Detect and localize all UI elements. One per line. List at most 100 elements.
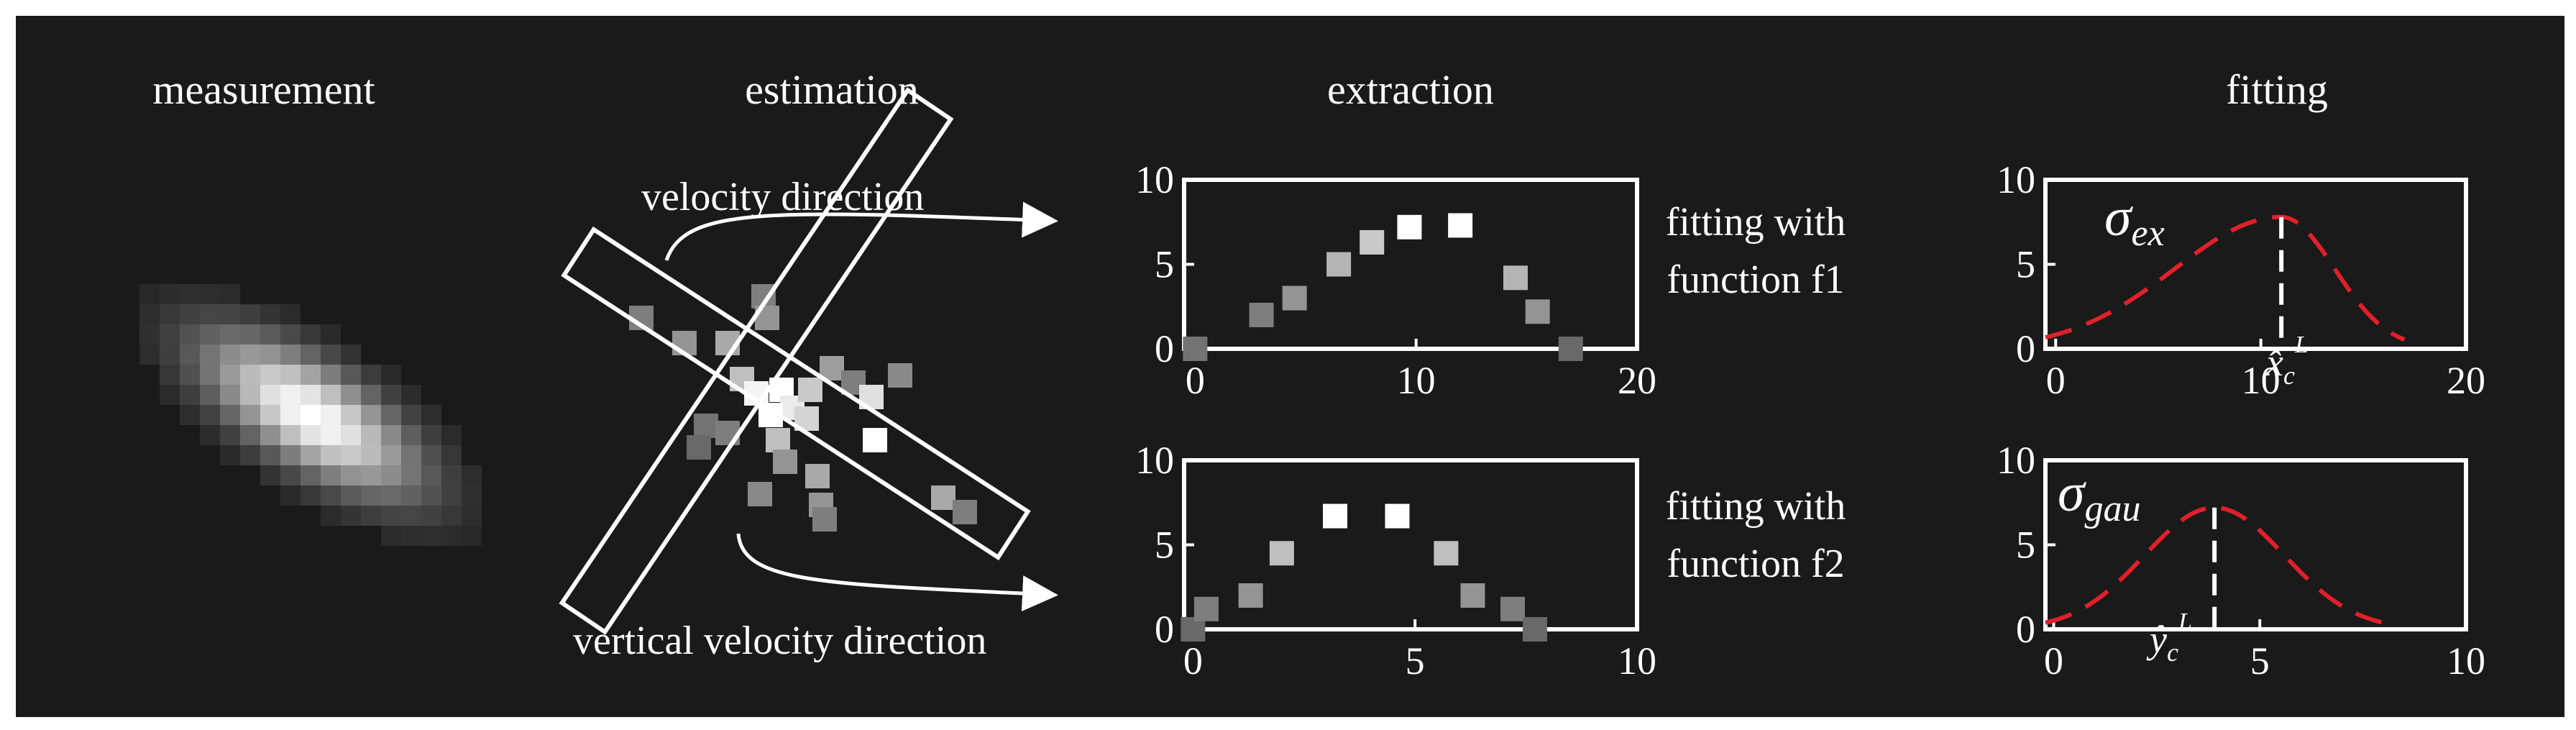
measurement-pixel xyxy=(180,405,200,425)
measurement-pixel xyxy=(200,284,220,304)
measurement-pixel xyxy=(260,365,280,385)
measurement-pixel xyxy=(240,365,260,385)
figure-svg: measurement estimation extraction fittin… xyxy=(139,66,2485,683)
sigma-ex-label: σex xyxy=(2104,187,2165,254)
estimation-pixels xyxy=(629,284,977,531)
measurement-pixel xyxy=(301,465,321,485)
measurement-pixel xyxy=(260,445,280,465)
measurement-pixel xyxy=(441,445,462,465)
measurement-pixel xyxy=(160,345,180,365)
data-point xyxy=(1282,286,1307,311)
estimation-pixel-square xyxy=(798,378,822,402)
x-tick-label: 10 xyxy=(2447,639,2485,683)
measurement-image xyxy=(139,284,482,546)
fit-curve xyxy=(2045,505,2385,625)
measurement-pixel xyxy=(260,324,280,345)
x-tick-label: 20 xyxy=(2447,359,2485,402)
header-fitting: fitting xyxy=(2226,66,2328,113)
measurement-pixel xyxy=(139,284,160,304)
measurement-pixel xyxy=(260,345,280,365)
fitting-f1-line1: fitting with xyxy=(1666,200,1846,245)
data-point xyxy=(1503,265,1528,291)
estimation-pixel-square xyxy=(953,500,977,524)
measurement-pixel xyxy=(280,304,301,324)
measurement-pixel xyxy=(361,405,381,425)
measurement-pixel xyxy=(220,365,240,385)
measurement-pixel xyxy=(200,304,220,324)
y-hat-marker-label: ŷcL xyxy=(2146,608,2192,667)
measurement-pixel xyxy=(200,365,220,385)
measurement-pixel xyxy=(220,304,240,324)
measurement-pixel xyxy=(341,485,361,506)
measurement-pixel xyxy=(301,345,321,365)
measurement-pixel xyxy=(200,324,220,345)
vertical-velocity-arrow xyxy=(736,533,1058,612)
measurement-pixel xyxy=(441,485,462,506)
measurement-pixel xyxy=(401,526,421,546)
estimation-pixel-square xyxy=(715,421,740,445)
measurement-pixel xyxy=(200,345,220,365)
measurement-pixel xyxy=(260,465,280,485)
measurement-pixel xyxy=(321,485,341,506)
measurement-pixel xyxy=(462,465,482,485)
measurement-pixel xyxy=(381,425,401,445)
estimation-pixel-square xyxy=(694,414,718,438)
estimation-pixel-square xyxy=(863,428,887,452)
measurement-pixel xyxy=(321,425,341,445)
measurement-pixel xyxy=(240,445,260,465)
measurement-pixel xyxy=(301,425,321,445)
x-tick-label: 0 xyxy=(2044,639,2063,683)
measurement-pixel xyxy=(301,324,321,345)
y-tick-label: 5 xyxy=(2016,243,2035,286)
measurement-pixel xyxy=(321,365,341,385)
figure-panel: measurement estimation extraction fittin… xyxy=(16,16,2564,717)
x-tick-label: 5 xyxy=(2250,639,2270,683)
measurement-pixel xyxy=(240,324,260,345)
measurement-pixel xyxy=(341,445,361,465)
measurement-pixel xyxy=(341,385,361,405)
measurement-pixel xyxy=(361,445,381,465)
measurement-pixel xyxy=(381,506,401,526)
measurement-pixel xyxy=(341,405,361,425)
x-tick-label: 0 xyxy=(2046,359,2066,402)
measurement-pixel xyxy=(361,425,381,445)
measurement-pixel xyxy=(441,425,462,445)
measurement-pixel xyxy=(301,445,321,465)
sigma-gau-label: σgau xyxy=(2058,462,2140,529)
measurement-pixel xyxy=(341,365,361,385)
measurement-pixel xyxy=(341,465,361,485)
measurement-pixel xyxy=(220,284,240,304)
measurement-pixel xyxy=(401,405,421,425)
estimation-pixel-square xyxy=(687,435,711,460)
measurement-pixel xyxy=(280,445,301,465)
header-estimation: estimation xyxy=(745,66,919,113)
x-tick-label: 10 xyxy=(2242,359,2281,402)
measurement-pixel xyxy=(240,405,260,425)
measurement-pixel xyxy=(160,304,180,324)
measurement-pixel xyxy=(421,526,441,546)
measurement-pixel xyxy=(401,445,421,465)
vertical-velocity-direction-label: vertical velocity direction xyxy=(573,619,986,663)
data-point xyxy=(1183,337,1208,361)
measurement-pixel xyxy=(260,405,280,425)
measurement-pixel xyxy=(280,324,301,345)
chart-frame xyxy=(2043,458,2468,631)
velocity-direction-box xyxy=(561,226,1031,561)
y-tick-label: 10 xyxy=(1997,158,2035,201)
measurement-pixel xyxy=(401,506,421,526)
measurement-pixel xyxy=(200,405,220,425)
data-point xyxy=(1558,337,1583,361)
measurement-pixel xyxy=(301,405,321,425)
measurement-pixel xyxy=(321,385,341,405)
measurement-pixel xyxy=(421,465,441,485)
measurement-pixel xyxy=(361,506,381,526)
measurement-pixel xyxy=(321,506,341,526)
measurement-pixel xyxy=(180,365,200,385)
data-point xyxy=(1326,252,1352,277)
measurement-pixel xyxy=(139,345,160,365)
estimation-pixel-square xyxy=(805,464,830,488)
measurement-pixel xyxy=(240,425,260,445)
estimation-pixel-square xyxy=(931,485,955,510)
